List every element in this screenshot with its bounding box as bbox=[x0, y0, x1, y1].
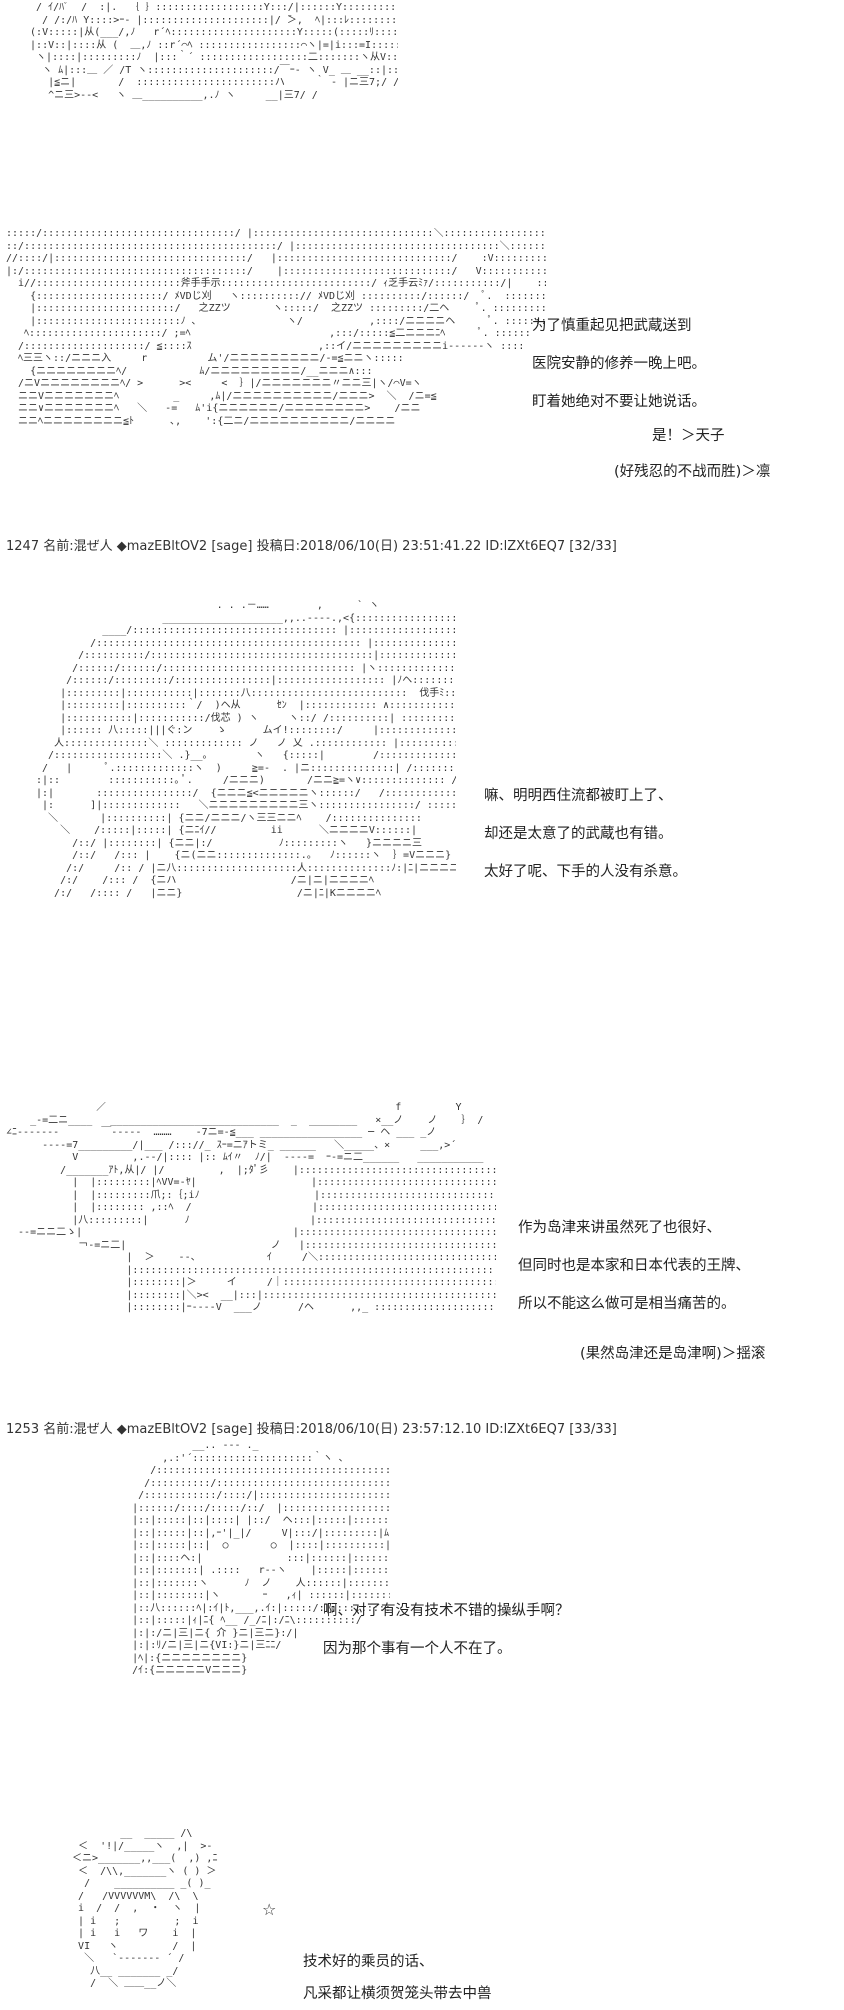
dialogue-line: 凡采都让横须贺笼头带去中兽 bbox=[303, 1986, 492, 2002]
ascii-art-panel-2: . . .－…… , ￣ ` ヽ ____________________,,.… bbox=[36, 600, 456, 899]
ascii-art-panel-1: :::::/::::::::::::::::::::::::::::::::/ … bbox=[6, 228, 546, 427]
speaker-reply: 是！＞天子 bbox=[652, 428, 725, 444]
dialogue-line: 医院安静的修养一晚上吧。 bbox=[532, 356, 706, 372]
dialogue-panel-4: 啊、对了有没有技术不错的操纵手啊？ 因为那个事有一个人不在了。 bbox=[323, 1592, 570, 1668]
dialogue-line: 却还是太意了的武蔵也有错。 bbox=[484, 826, 673, 842]
dialogue-line: 太好了呢、下手的人没有杀意。 bbox=[484, 864, 687, 880]
dialogue-line: 但同时也是本家和日本代表的王牌、 bbox=[518, 1258, 750, 1274]
dialogue-line: 啊、对了有没有技术不错的操纵手啊？ bbox=[323, 1603, 570, 1619]
dialogue-panel-5: 技术好的乘员的话、 凡采都让横须贺笼头带去中兽 bbox=[303, 1946, 492, 2010]
dialogue-line: 技术好的乘员的话、 bbox=[303, 1954, 434, 1970]
dialogue-panel-2: 嘛、明明西住流都被盯上了、 却还是太意了的武蔵也有错。 太好了呢、下手的人没有杀… bbox=[484, 777, 687, 891]
star-icon: ☆ bbox=[262, 1900, 277, 1919]
ascii-art-panel-3: ／ f Y Y -- ∠- _-=二ニ____ ________________… bbox=[6, 1102, 496, 1313]
dialogue-panel-1: 为了慎重起见把武蔵送到 医院安静的修养一晚上吧。 盯着她绝对不要让她说话。 bbox=[532, 307, 706, 421]
dialogue-line: 盯着她绝对不要让她说话。 bbox=[532, 394, 706, 410]
ascii-art-panel-5: __ _____ /\ ＜ '!|/_____ヽ ,| >- ＜ニ>______… bbox=[72, 1828, 218, 1989]
dialogue-line: 嘛、明明西住流都被盯上了、 bbox=[484, 788, 673, 804]
ascii-art-panel-top: / ｲ/ﾊﾟ / :|. ｛ ｝::::::::::::::::::Y:::/|… bbox=[30, 2, 398, 101]
post-header: 1247 名前:混ぜ人 ◆mazEBltOV2 [sage] 投稿日:2018/… bbox=[6, 539, 617, 554]
dialogue-line: 为了慎重起见把武蔵送到 bbox=[532, 318, 692, 334]
speaker-reply: (果然岛津还是岛津啊)＞揺滚 bbox=[580, 1346, 766, 1362]
dialogue-panel-3: 作为岛津来讲虽然死了也很好、 但同时也是本家和日本代表的王牌、 所以不能这么做可… bbox=[518, 1209, 750, 1323]
dialogue-line: 作为岛津来讲虽然死了也很好、 bbox=[518, 1220, 721, 1236]
dialogue-line: 所以不能这么做可是相当痛苦的。 bbox=[518, 1296, 736, 1312]
dialogue-line: 因为那个事有一个人不在了。 bbox=[323, 1641, 512, 1657]
post-header: 1253 名前:混ぜ人 ◆mazEBltOV2 [sage] 投稿日:2018/… bbox=[6, 1422, 617, 1437]
speaker-reply: (好残忍的不战而胜)＞凛 bbox=[614, 464, 771, 480]
ascii-art-panel-4: __.. --- ._ ,.:'´::::::::::::::::::::｀ヽ … bbox=[132, 1440, 390, 1676]
